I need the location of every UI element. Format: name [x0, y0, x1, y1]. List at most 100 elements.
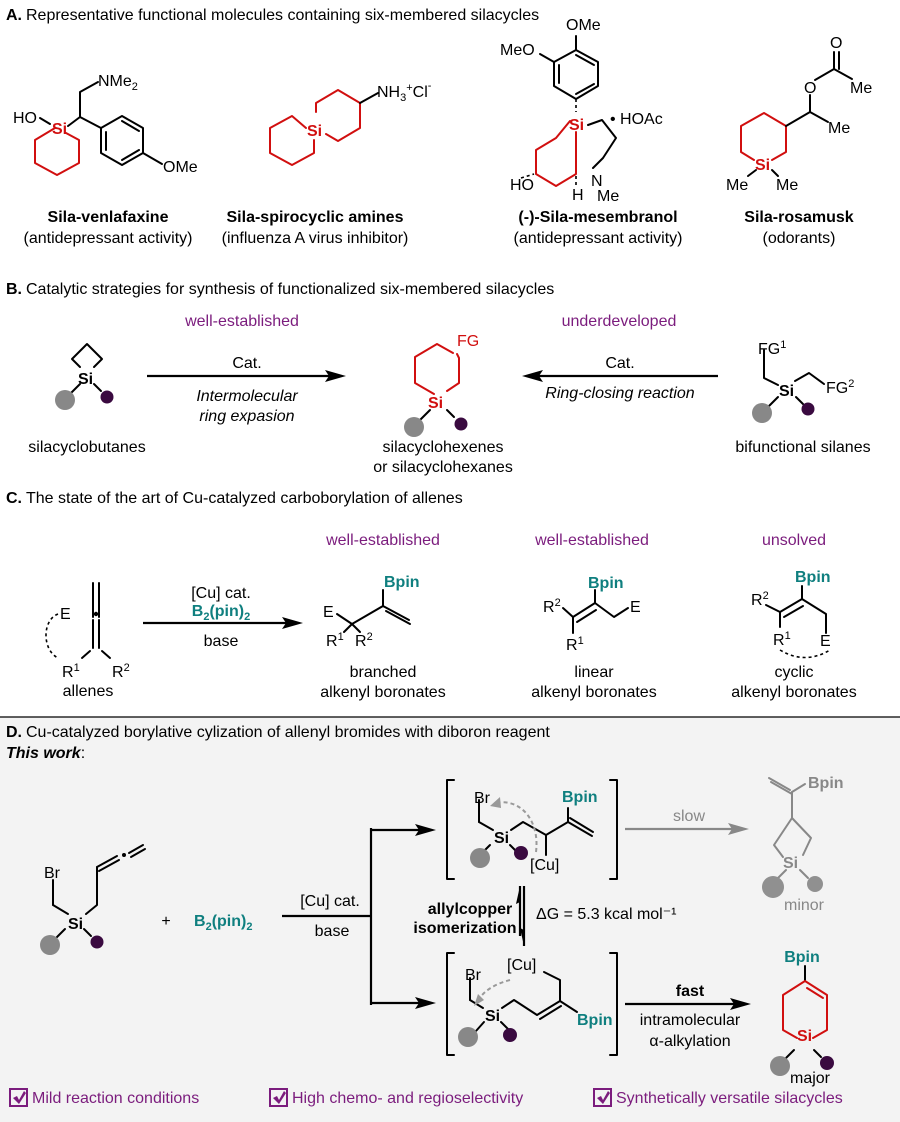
bifunctional-silane-structure: Si FG1 FG2 bifunctional silanes	[735, 339, 870, 456]
checkbox-icon	[269, 1088, 288, 1107]
bifunctional-silanes-label: bifunctional silanes	[735, 439, 870, 456]
branched-name-1: branched	[350, 664, 417, 681]
branched-r2: R2	[355, 631, 373, 650]
sila-venlafaxine-nme2: NMe2	[98, 73, 138, 93]
branched-e: E	[323, 604, 334, 621]
panel-a: A.Representative functional molecules co…	[6, 7, 872, 247]
fast-condition-1: intramolecular	[640, 1012, 741, 1029]
branched-bpin: Bpin	[384, 574, 420, 591]
rosamusk-carbonyl-o: O	[830, 35, 842, 52]
delta-g-label: ΔG = 5.3 kcal mol⁻¹	[536, 906, 677, 923]
slow-arrowhead	[728, 823, 749, 835]
cyclic-name-2: alkenyl boronates	[731, 684, 856, 701]
gray-substituent	[807, 876, 823, 892]
purple-substituent	[820, 1056, 834, 1070]
mesembranol-meo: MeO	[500, 42, 535, 59]
rosamusk-ester-o: O	[804, 80, 816, 97]
plus-sign: +	[161, 913, 170, 930]
allene-r1: R1	[62, 662, 80, 681]
carboborylation-arrowhead	[282, 617, 303, 629]
purple-substituent	[503, 1028, 517, 1042]
this-work-label: This work:	[6, 745, 85, 762]
purple-substituent	[454, 417, 468, 431]
feature-list: Mild reaction conditions High chemo- and…	[9, 1088, 843, 1107]
linear-name-1: linear	[574, 664, 614, 681]
upper-br: Br	[474, 790, 491, 807]
ring-expansion-arrowhead	[325, 370, 346, 382]
gray-substituent	[770, 1056, 790, 1076]
isomerization-line-1: allylcopper	[428, 901, 512, 918]
mesembranol-si: Si	[569, 117, 584, 134]
checkmark-icon	[597, 1091, 610, 1104]
rosamusk-me2: Me	[828, 120, 850, 137]
checkmark-icon	[13, 1091, 26, 1104]
mesembranol-ome: OMe	[566, 17, 601, 34]
rosamusk-activity: (odorants)	[763, 230, 836, 247]
silacyclohexene-fg: FG	[457, 333, 479, 350]
gray-substituent	[752, 403, 772, 423]
lower-arrowhead	[415, 997, 436, 1009]
panel-b-header: B.Catalytic strategies for synthesis of …	[6, 281, 554, 298]
linear-name-2: alkenyl boronates	[531, 684, 656, 701]
center-compound-line-2: or silacyclohexanes	[373, 459, 513, 476]
panel-a-letter: A.	[6, 7, 22, 24]
sila-venlafaxine-ho: HO	[13, 110, 37, 127]
sila-venlafaxine-si: Si	[52, 121, 67, 138]
major-si: Si	[797, 1028, 812, 1045]
panel-a-header: A.Representative functional molecules co…	[6, 7, 539, 24]
purple-substituent	[90, 935, 104, 949]
allene-r2: R2	[112, 662, 130, 681]
sila-venlafaxine-ome: OMe	[163, 159, 198, 176]
mesembranol-ho: HO	[510, 177, 534, 194]
sila-venlafaxine-name: Sila-venlafaxine	[48, 209, 169, 226]
spirocyclic-si: Si	[307, 123, 322, 140]
cyclic-name-1: cyclic	[774, 664, 813, 681]
branched-status: well-established	[325, 532, 440, 549]
linear-e: E	[630, 599, 641, 616]
panel-a-title: Representative functional molecules cont…	[26, 7, 539, 24]
left-catalyst: Cat.	[232, 355, 261, 372]
feature-selectivity: High chemo- and regioselectivity	[269, 1088, 523, 1107]
silacyclohexene-structure: Si FG silacyclohexenes or silacyclohexan…	[373, 333, 513, 476]
gray-substituent	[470, 848, 490, 868]
linear-r1: R1	[566, 635, 584, 654]
rosamusk-name: Sila-rosamusk	[744, 209, 853, 226]
spirocyclic-activity: (influenza A virus inhibitor)	[222, 230, 409, 247]
mesembranol-n: N	[591, 173, 603, 190]
sila-venlafaxine-activity: (antidepressant activity)	[24, 230, 193, 247]
silacyclohexene-si: Si	[428, 395, 443, 412]
purple-substituent	[801, 402, 815, 416]
panel-c-header: C.The state of the art of Cu-catalyzed c…	[6, 490, 463, 507]
molecule-sila-rosamusk: O O Me Me Si Me Me Sila-rosamusk (odoran…	[726, 35, 872, 247]
fast-condition-2: α-alkylation	[649, 1033, 730, 1050]
conditions-cu-cat: [Cu] cat.	[300, 893, 360, 910]
panel-c: C.The state of the art of Cu-catalyzed c…	[6, 490, 857, 701]
bifunctional-fg2: FG2	[826, 378, 854, 397]
panel-b: B.Catalytic strategies for synthesis of …	[6, 281, 871, 476]
carboborylation-b2pin2: B2(pin)2	[192, 603, 250, 623]
molecule-sila-mesembranol: OMe MeO • HOAc Si HO N H Me (-)-Sila-mes…	[500, 17, 682, 247]
bifunctional-fg1: FG1	[758, 339, 786, 358]
gray-substituent	[458, 1027, 478, 1047]
upper-si: Si	[494, 830, 509, 847]
upper-arrowhead	[415, 824, 436, 836]
mesembranol-activity: (antidepressant activity)	[514, 230, 683, 247]
linear-product-structure: well-established Bpin R2 R1 E linear alk…	[531, 532, 656, 701]
feature-mild-conditions: Mild reaction conditions	[9, 1088, 199, 1107]
cyclic-bpin: Bpin	[795, 569, 831, 586]
major-product-structure: Bpin Si major	[770, 949, 834, 1087]
gray-substituent	[40, 935, 60, 955]
mesembranol-h: H	[572, 187, 584, 204]
cyclic-product-structure: unsolved Bpin R2 R1 E cyclic alkenyl bor…	[731, 532, 856, 701]
minor-product-structure: Bpin Si minor	[762, 775, 844, 914]
conditions-base: base	[315, 923, 350, 940]
fast-label: fast	[676, 983, 705, 1000]
lower-cu: [Cu]	[507, 957, 536, 974]
slow-label: slow	[673, 808, 705, 825]
right-condition: Ring-closing reaction	[545, 385, 695, 402]
silacyclobutane-structure: Si silacyclobutanes	[28, 343, 146, 456]
minor-si: Si	[783, 855, 798, 872]
rosamusk-me1: Me	[850, 80, 872, 97]
isomerization-line-2: isomerization	[413, 920, 516, 937]
center-compound-line-1: silacyclohexenes	[383, 439, 504, 456]
